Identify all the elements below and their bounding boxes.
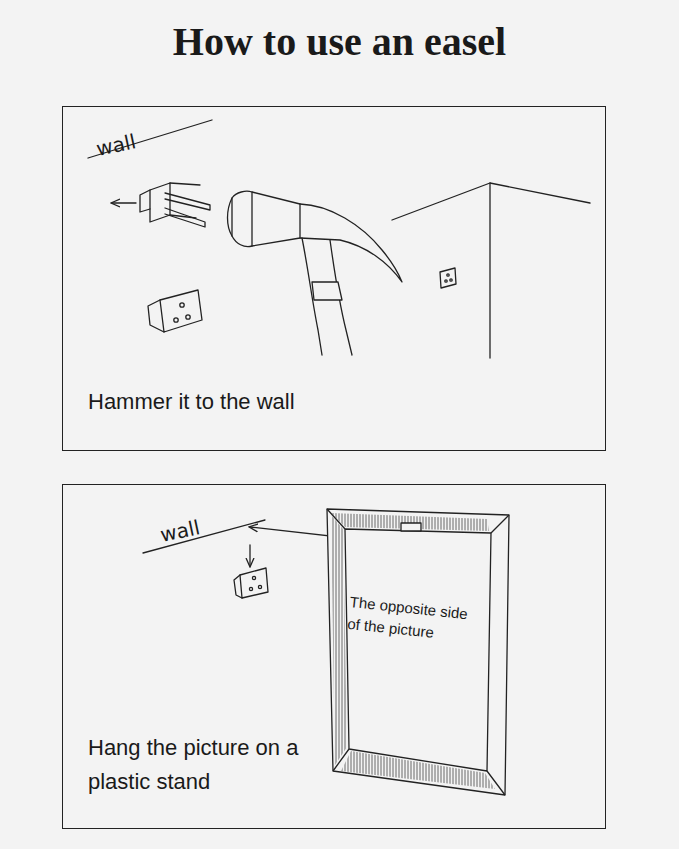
wall-label: wall <box>94 129 138 161</box>
step-caption: Hang the picture on a plastic stand <box>88 731 318 799</box>
step-caption: Hammer it to the wall <box>88 385 318 419</box>
instruction-panel: wallHang the picture on a plastic standT… <box>62 484 606 829</box>
instruction-panel: wallHammer it to the wall <box>62 106 606 451</box>
wall-label: wall <box>158 515 202 547</box>
picture-frame: The opposite side of the picture <box>323 505 513 797</box>
title-heading: How to use an easel <box>0 18 679 65</box>
frame-outline <box>323 505 513 797</box>
